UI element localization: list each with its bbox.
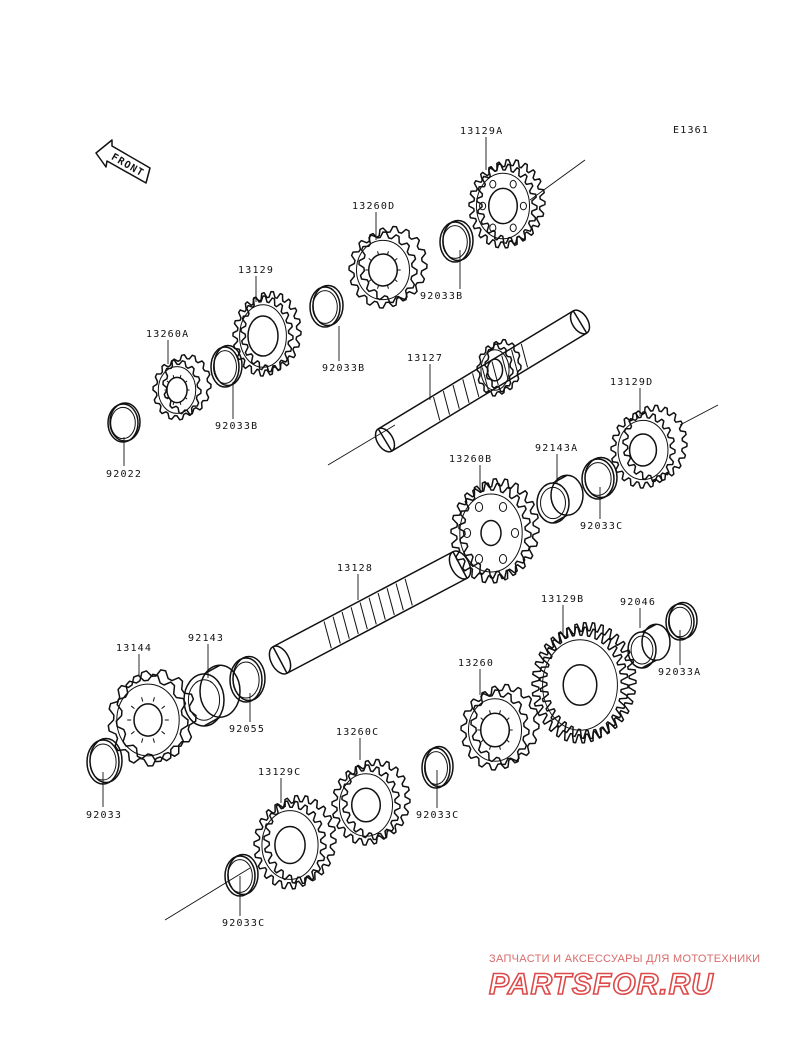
- circlip-92033C-2: [421, 745, 454, 789]
- circlip-92033C-1: [581, 456, 618, 500]
- shaft-13127-gear: [476, 338, 522, 397]
- label-13129D: 13129D: [610, 377, 653, 388]
- gear-13260C: [331, 758, 411, 846]
- label-13144: 13144: [116, 643, 152, 654]
- circlip-92033B-1: [439, 219, 474, 263]
- part-labels: 13129A 13260D 13129 13260A 92033B 92033B…: [86, 126, 701, 929]
- label-92033C-1: 92033C: [580, 521, 623, 532]
- circlip-92033: [86, 737, 123, 785]
- label-92033C-3: 92033C: [222, 918, 265, 929]
- collar-92143: [183, 664, 241, 727]
- label-92033: 92033: [86, 810, 122, 821]
- label-92033B-3: 92033B: [215, 421, 258, 432]
- washer-92022: [107, 402, 141, 443]
- label-92046: 92046: [620, 597, 656, 608]
- shaft-13127: [374, 309, 591, 453]
- shaft1-axis-line-end: [679, 404, 719, 426]
- gear-13129: [232, 290, 302, 377]
- gear-13129A: [468, 158, 546, 249]
- sprocket-13144: [107, 669, 197, 767]
- gear-13260A: [152, 353, 212, 421]
- label-13260: 13260: [458, 658, 494, 669]
- leader-lines: [102, 137, 681, 916]
- label-13260C: 13260C: [336, 727, 379, 738]
- label-92055: 92055: [229, 724, 265, 735]
- label-13260A: 13260A: [146, 329, 189, 340]
- gear-13129C: [253, 794, 337, 890]
- label-92033C-2: 92033C: [416, 810, 459, 821]
- circlip-92055: [229, 655, 266, 703]
- watermark-brand: PARTSFOR.RU: [489, 968, 714, 1001]
- label-92143: 92143: [188, 633, 224, 644]
- label-92033A: 92033A: [658, 667, 701, 678]
- label-92022: 92022: [106, 469, 142, 480]
- diagram-ref-code: E1361: [673, 125, 709, 136]
- label-13129A: 13129A: [460, 126, 503, 137]
- gear-13129B: [531, 621, 637, 744]
- label-13128: 13128: [337, 563, 373, 574]
- shaft1-axis-line: [327, 424, 396, 466]
- bushing-92143A: [536, 474, 584, 524]
- upper-axis-line: [529, 159, 586, 201]
- shaft-13128: [268, 550, 472, 675]
- gear-13129D: [610, 404, 688, 489]
- circlip-92033C-3: [224, 853, 259, 897]
- label-13260D: 13260D: [352, 201, 395, 212]
- lower-axis-line: [164, 867, 251, 921]
- label-92033B-2: 92033B: [322, 363, 365, 374]
- watermark-tagline: ЗАПЧАСТИ И АКСЕССУАРЫ ДЛЯ МОТОТЕХНИКИ: [489, 953, 760, 965]
- front-direction-arrow-icon: FRONT: [95, 139, 151, 184]
- label-13127: 13127: [407, 353, 443, 364]
- watermark: ЗАПЧАСТИ И АКСЕССУАРЫ ДЛЯ МОТОТЕХНИКИ PA…: [488, 953, 760, 1002]
- gear-13260D: [348, 225, 428, 309]
- circlip-92033B-2: [309, 284, 344, 328]
- label-92143A: 92143A: [535, 443, 578, 454]
- needle-bearing-92046: [627, 623, 671, 669]
- label-13260B: 13260B: [449, 454, 492, 465]
- circlip-92033B-3: [210, 344, 243, 388]
- label-13129: 13129: [238, 265, 274, 276]
- gear-13260: [460, 683, 540, 771]
- gear-13260B: [450, 477, 540, 584]
- label-13129C: 13129C: [258, 767, 301, 778]
- label-92033B-1: 92033B: [420, 291, 463, 302]
- label-13129B: 13129B: [541, 594, 584, 605]
- circlip-92033A: [665, 601, 698, 641]
